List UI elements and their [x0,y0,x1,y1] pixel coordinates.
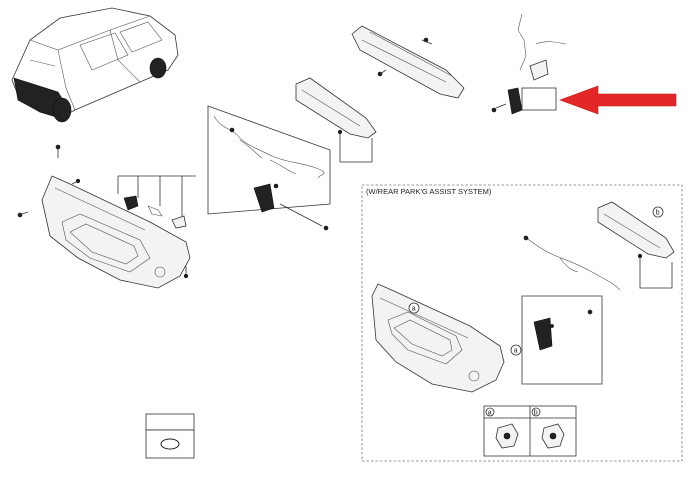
sensor-detail-table: a b [483,405,577,457]
harness-box [207,105,331,231]
inset-frame [361,184,683,462]
callout-b-icon: b [652,206,664,218]
inset-rear-bumper [371,283,505,393]
detail-a-label: a [488,410,492,417]
rear-reflector-panel [295,77,377,163]
red-arrow-left-icon [559,85,677,115]
inset-reflector-panel [597,201,675,289]
oval-grommet-icon [145,413,195,459]
callout-a-label: a [412,306,416,313]
inset-title: (W/REAR PARK'G ASSIST SYSTEM) [366,187,492,196]
side-bracket [491,13,567,115]
rear-beam [351,25,465,99]
detail-b-label: b [534,410,538,417]
callout-a-icon: a a [408,302,522,356]
rear-bumper-cover [41,175,191,289]
inset-harness-box [521,235,621,385]
vehicle-locator-icon [11,7,179,123]
bumper-bolt-icon [17,144,189,279]
callout-b-label: b [656,210,660,217]
bumper-bracket-group [117,175,196,229]
svg-text:a: a [514,348,518,355]
